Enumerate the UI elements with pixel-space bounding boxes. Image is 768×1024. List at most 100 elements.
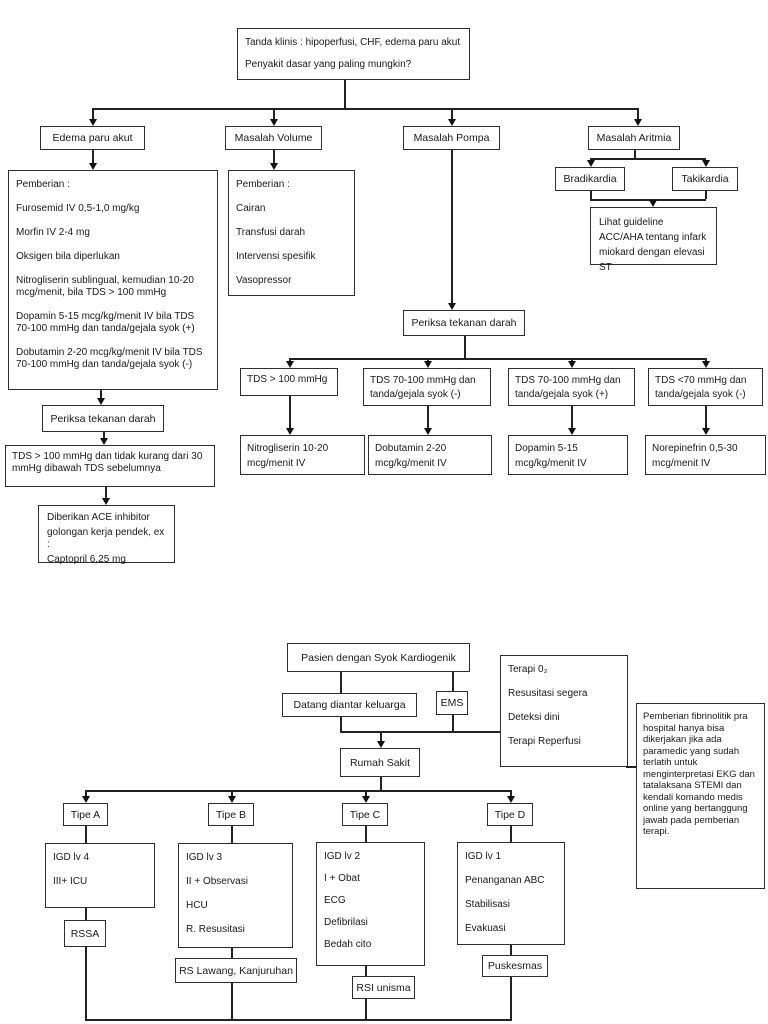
arrow-down-icon (285, 428, 294, 435)
ems-box: EMS (436, 691, 468, 715)
connector (365, 999, 367, 1019)
acc-aha-guideline-box: Lihat guideline ACC/AHA tentang infark m… (590, 207, 717, 273)
rsi-unisma-box: RSI unisma (352, 976, 415, 999)
connector (365, 966, 367, 976)
connector-stub (365, 790, 367, 796)
connector-stub (510, 790, 512, 796)
connector-pompa-split-down (464, 336, 466, 358)
arrow-down-icon (701, 361, 710, 368)
connector-edema-rx (92, 150, 94, 163)
treatment-box: Dopamin 5-15 mcg/kg/menit IV (508, 435, 628, 475)
arrow-down-icon (506, 796, 515, 803)
connector-stub (427, 358, 429, 363)
connector-stub (231, 790, 233, 796)
igd-line: III+ ICU (53, 876, 88, 887)
rx-line: Morfin IV 2-4 mg (16, 227, 90, 238)
rs-lawang-kanjuruhan-box: RS Lawang, Kanjuruhan (175, 958, 297, 983)
connector (85, 908, 87, 920)
rx-line: Cairan (236, 203, 266, 214)
arrow-down-icon (567, 361, 576, 368)
igd-line: IGD lv 1 (465, 851, 502, 862)
arrow-down-icon (81, 796, 90, 803)
igd-line: Evakuasi (465, 923, 506, 934)
connector-taki-merge (705, 191, 707, 199)
connector-rx (289, 396, 291, 429)
connector-tipe-split (85, 790, 511, 792)
rx-line: Pemberian : (236, 179, 290, 190)
arrow-down-icon (269, 119, 278, 126)
rx-line: Pemberian : (16, 179, 70, 190)
connector (231, 826, 233, 843)
connector-aritmia-down (634, 150, 636, 159)
branch-edema-paru-akut: Edema paru akut (40, 126, 145, 150)
connector-ems (452, 672, 454, 691)
connector-aritmia-merge (590, 199, 706, 201)
igd-line: HCU (186, 900, 208, 911)
arrow-down-icon (447, 303, 456, 310)
arrow-down-icon (99, 438, 108, 445)
rx-line: Nitrogliserin sublingual, kemudian 10-20… (16, 275, 194, 298)
tipe-c-box: Tipe C (342, 803, 388, 826)
connector-tipe-down (380, 777, 382, 790)
terapi-line: Terapi Reperfusi (508, 736, 581, 747)
branch-masalah-volume: Masalah Volume (225, 126, 322, 150)
connector-stub-volume (273, 108, 275, 120)
rx-line: Oksigen bila diperlukan (16, 251, 120, 262)
connector-bradi-merge (590, 191, 592, 199)
connector (365, 826, 367, 842)
arrow-down-icon (567, 428, 576, 435)
pasien-syok-kardiogenik-box: Pasien dengan Syok Kardiogenik (287, 643, 470, 672)
igd-line: Defibrilasi (324, 917, 368, 928)
igd-lv4-box: IGD lv 4 III+ ICU (45, 843, 155, 908)
connector (231, 948, 233, 958)
tds-condition-box: TDS 70-100 mmHg dan tanda/gejala syok (+… (508, 368, 635, 406)
treatment-box: Norepinefrin 0,5-30 mcg/menit IV (645, 435, 766, 475)
ace-inhibitor-box: Diberikan ACE inhibitor golongan kerja p… (38, 505, 175, 565)
connector-datang (340, 672, 342, 693)
arrow-down-icon (423, 428, 432, 435)
connector-aritmia-split (590, 158, 706, 160)
rx-line: Transfusi darah (236, 227, 306, 238)
igd-line: IGD lv 3 (186, 852, 223, 863)
connector (85, 947, 87, 1019)
tds-condition-box: TDS > 100 mmHg (240, 368, 338, 396)
connector-stub (571, 358, 573, 363)
igd-line: IGD lv 2 (324, 851, 361, 862)
rx-line: Vasopressor (236, 275, 292, 286)
arrow-down-icon (285, 361, 294, 368)
ace-line: Diberikan ACE inhibitor (47, 512, 150, 523)
clinical-signs-line: Tanda klinis : hipoperfusi, CHF, edema p… (245, 37, 461, 48)
clinical-signs-header-box: Tanda klinis : hipoperfusi, CHF, edema p… (237, 28, 470, 80)
connector-volume-rx (273, 150, 275, 163)
arrow-down-icon (96, 398, 105, 405)
igd-line: II + Observasi (186, 876, 248, 887)
igd-line: Stabilisasi (465, 899, 511, 910)
periksa-tekanan-darah-pompa-box: Periksa tekanan darah (403, 310, 525, 336)
connector-rumah-sakit (380, 731, 382, 742)
connector-stub (85, 790, 87, 796)
connector-bottom-join (85, 1019, 512, 1021)
fibrinolitik-note-box: Pemberian fibrinolitik pra hospital hany… (636, 703, 765, 889)
treatment-box: Nitrogliserin 10-20 mcg/menit IV (240, 435, 365, 475)
arrow-down-icon (586, 160, 595, 167)
arrow-down-icon (227, 796, 236, 803)
datang-diantar-keluarga-box: Datang diantar keluarga (282, 693, 417, 717)
rx-line: Furosemid IV 0,5-1,0 mg/kg (16, 203, 140, 214)
arrow-down-icon (701, 160, 710, 167)
connector-periksa-left (100, 390, 102, 399)
ace-line: Captopril 6,25 mg (47, 554, 126, 565)
connector-merge-left (340, 717, 342, 732)
igd-line: R. Resusitasi (186, 924, 245, 935)
connector-stub-edema (92, 108, 94, 120)
arrow-down-icon (88, 163, 97, 170)
igd-lv3-box: IGD lv 3 II + Observasi HCU R. Resusitas… (178, 843, 293, 948)
connector (231, 983, 233, 1019)
rx-line: Intervensi spesifik (236, 251, 316, 262)
terapi-box: Terapi 0₂ Resusitasi segera Deteksi dini… (500, 655, 628, 767)
connector-stub (705, 358, 707, 363)
ace-line: golongan kerja pendek, ex : (47, 527, 165, 550)
igd-line: Penanganan ABC (465, 875, 545, 886)
connector-merge-line (340, 731, 500, 733)
underlying-disease-question: Penyakit dasar yang paling mungkin? (245, 59, 412, 70)
